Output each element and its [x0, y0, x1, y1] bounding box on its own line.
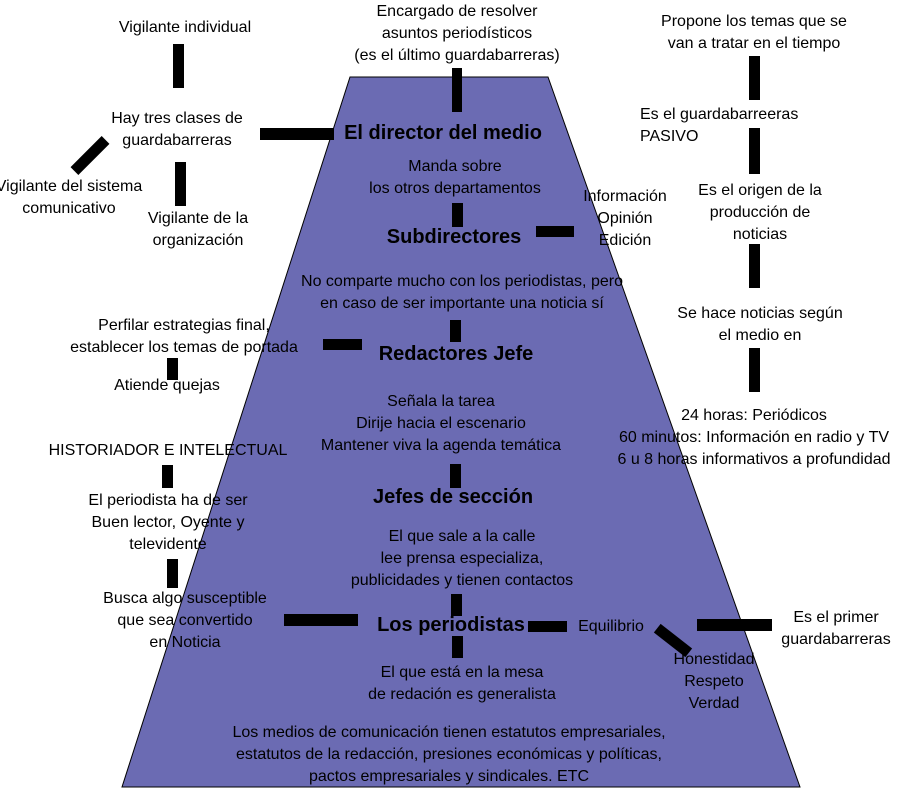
connector-equilibrio-primer: [697, 619, 772, 631]
busca-noticia: Busca algo susceptible que sea convertid…: [103, 590, 267, 651]
valores-periodista: Honestidad Respeto Verdad: [673, 651, 755, 712]
vigilante-organizacion: Vigilante de la organización: [147, 210, 249, 249]
atiende-quejas: Atiende quejas: [114, 377, 220, 394]
connector-perfilar-redactores: [323, 339, 362, 350]
connector-top-director: [452, 68, 462, 112]
director-desc: Manda sobre los otros departamentos: [369, 158, 541, 197]
propone-temas: Propone los temas que se van a tratar en…: [661, 13, 847, 52]
tres-clases-guardabarreras: Hay tres clases de guardabarreras: [111, 110, 243, 149]
noticias-segun-medio: Se hace noticias según el medio en: [677, 305, 843, 344]
connector-perfilar-quejas: [167, 358, 178, 380]
vigilante-sistema: Vigilante del sistema comunicativo: [0, 178, 143, 217]
redactores-desc: Señala la tarea Dirije hacia el escenari…: [320, 393, 562, 454]
connector-individual-clases: [173, 44, 184, 88]
connector-clases-organizacion: [175, 162, 186, 206]
connector-busca-periodistas: [284, 614, 358, 626]
level-subdirectores: Subdirectores: [386, 226, 522, 248]
connector-origen-segun: [749, 244, 760, 288]
connector-periodistas-equilibrio: [528, 621, 567, 632]
connector-jefes-periodistas: [451, 594, 462, 616]
perfilar-estrategias: Perfilar estrategias final, establecer l…: [70, 317, 298, 356]
tiempos-informativos: 24 horas: Periódicos 60 minutos: Informa…: [617, 407, 891, 468]
connector-historiador-periodista: [162, 465, 173, 488]
level-director: El director del medio: [344, 122, 542, 144]
level-redactores-jefe: Redactores Jefe: [378, 343, 534, 365]
connector-director-subdir: [452, 203, 463, 227]
connector-periodistas-mesa: [452, 636, 463, 658]
jefes-desc: El que sale a la calle lee prensa especi…: [350, 528, 574, 589]
connector-segun-tiempos: [749, 348, 760, 392]
connector-subdir-redactores: [450, 320, 461, 342]
bottom-statutes: Los medios de comunicación tienen estatu…: [232, 724, 666, 785]
connector-redactores-jefes: [450, 464, 461, 488]
top-encargado-text: Encargado de resolver asuntos periodísti…: [354, 3, 560, 64]
connector-propone-pasivo: [749, 56, 760, 100]
connector-subdir-areas: [536, 226, 574, 237]
vigilante-individual: Vigilante individual: [118, 19, 252, 36]
historiador-intelectual: HISTORIADOR E INTELECTUAL: [48, 442, 288, 459]
periodistas-desc: El que está en la mesa de redación es ge…: [368, 664, 556, 703]
subdir-desc: No comparte mucho con los periodistas, p…: [301, 273, 623, 312]
guardabarreras-pasivo: Es el guardabarreeras PASIVO: [640, 106, 799, 145]
origen-produccion: Es el origen de la producción de noticia…: [698, 182, 822, 243]
level-periodistas: Los periodistas: [377, 614, 525, 636]
primer-guardabarreras: Es el primer guardabarreras: [781, 609, 891, 648]
level-jefes-seccion: Jefes de sección: [372, 486, 534, 508]
subdir-areas: Información Opinión Edición: [583, 188, 667, 249]
connector-pasivo-origen: [749, 128, 760, 174]
equilibrio: Equilibrio: [578, 618, 644, 635]
periodista-ha-de-ser: El periodista ha de ser Buen lector, Oye…: [88, 492, 248, 553]
connector-clases-director: [260, 128, 334, 140]
connector-periodista-busca: [167, 559, 178, 588]
pyramid-trapezoid: [121, 76, 801, 788]
